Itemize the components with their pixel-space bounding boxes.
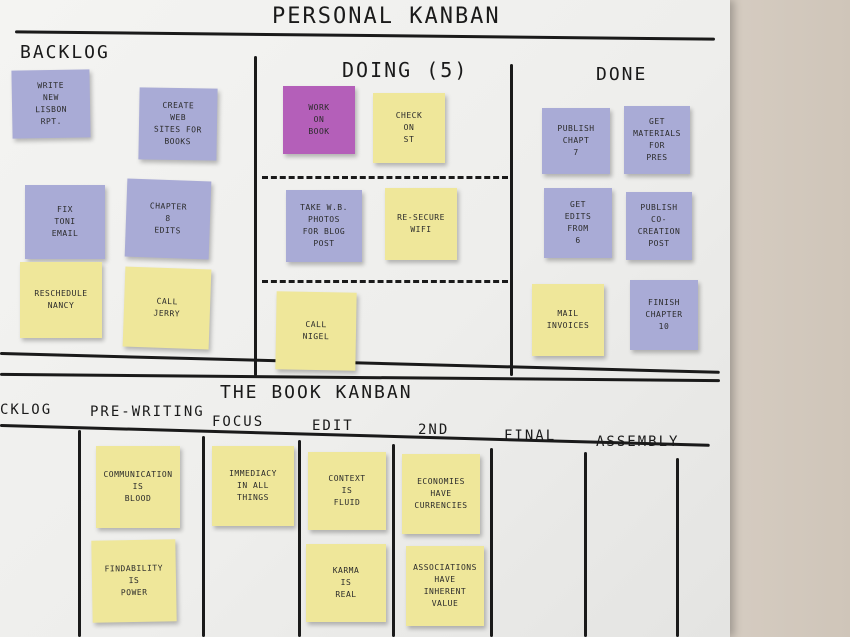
- sticky-note: Call Nigel: [275, 291, 357, 371]
- personal-bottom-rule: [0, 352, 720, 374]
- sticky-note: Communication is blood: [96, 446, 180, 528]
- book-kanban-title: The Book Kanban: [220, 382, 413, 403]
- book-column-prewriting: Pre-writing: [90, 404, 205, 420]
- book-divider-1: [78, 430, 81, 637]
- sticky-note: Context is fluid: [308, 452, 386, 530]
- column-done: Done: [596, 64, 648, 85]
- sticky-note: Associations have inherent value: [406, 546, 484, 626]
- sticky-note: Reschedule nancy: [20, 262, 102, 338]
- personal-kanban-title: Personal Kanban: [272, 4, 501, 29]
- column-backlog: Backlog: [20, 42, 110, 63]
- whiteboard: Personal Kanban Backlog Doing (5) Done W…: [0, 0, 730, 637]
- sticky-note: Publish chapt 7: [542, 108, 610, 174]
- top-rule: [15, 30, 715, 41]
- sticky-note: Findability is power: [91, 539, 177, 623]
- column-doing: Doing (5): [342, 58, 469, 82]
- book-column-backlog: cklog: [0, 402, 53, 418]
- swimlane-2: [262, 280, 508, 283]
- sticky-note: Economies have currencies: [402, 454, 480, 534]
- book-column-edit: Edit: [312, 418, 354, 434]
- sticky-note: Get edits from 6: [544, 188, 612, 258]
- book-divider-3: [298, 440, 301, 637]
- sticky-note: Call Jerry: [122, 266, 212, 350]
- sticky-note: Chapter 8 edits: [124, 178, 212, 260]
- book-top-rule: [0, 372, 720, 383]
- sticky-note: Re-secure wifi: [385, 188, 457, 260]
- sticky-note: Work on Book: [283, 86, 355, 154]
- sticky-note: Write new lisbon rpt.: [11, 69, 91, 139]
- book-divider-5: [490, 448, 493, 637]
- sticky-note: Take W.B. photos for blog post: [286, 190, 362, 262]
- sticky-note: Karma is real: [306, 544, 386, 622]
- book-column-second: 2nd: [418, 422, 450, 438]
- book-divider-7: [676, 458, 679, 637]
- book-divider-4: [392, 444, 395, 637]
- swimlane-1: [262, 176, 508, 179]
- sticky-note: Mail invoices: [532, 284, 604, 356]
- divider-doing-done: [510, 64, 513, 376]
- divider-backlog-doing: [254, 56, 257, 376]
- book-divider-2: [202, 436, 205, 637]
- book-divider-6: [584, 452, 587, 637]
- sticky-note: Check on ST: [373, 93, 445, 163]
- sticky-note: Finish chapter 10: [630, 280, 698, 350]
- book-column-focus: Focus: [212, 414, 265, 430]
- sticky-note: Immediacy in all things: [212, 446, 294, 526]
- sticky-note: Get materials for pres: [624, 106, 690, 174]
- sticky-note: Create web sites for books: [138, 87, 218, 161]
- sticky-note: Publish co-creation post: [626, 192, 692, 260]
- sticky-note: Fix Toni email: [25, 185, 105, 259]
